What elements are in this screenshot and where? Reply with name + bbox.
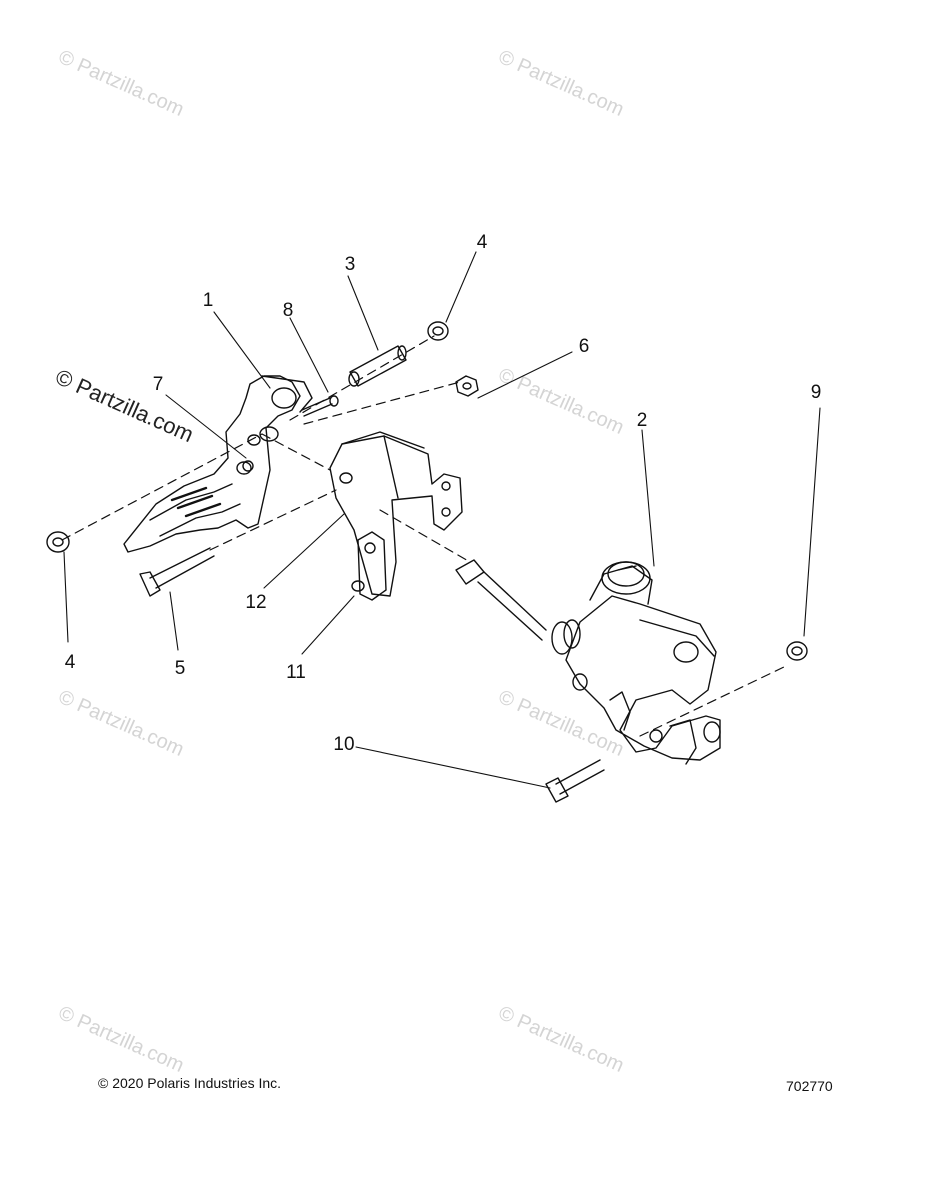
- callout-1: 1: [203, 290, 214, 311]
- callout-12: 12: [245, 592, 266, 613]
- hex-nut: [455, 375, 479, 397]
- flanged-bushing-top: [427, 321, 449, 341]
- pivot-bolt: [139, 547, 215, 597]
- flanged-bushing-left: [46, 531, 70, 553]
- callout-2: 2: [637, 410, 648, 431]
- callout-4-top: 4: [477, 232, 488, 253]
- callout-labels: 1 2 3 4 4 5 6 7 8 9 10 11 12: [65, 232, 822, 755]
- callout-10: 10: [333, 734, 354, 755]
- spacer-sleeve: [348, 345, 407, 387]
- copyright-notice: © 2020 Polaris Industries Inc.: [98, 1075, 282, 1091]
- callout-6: 6: [579, 336, 590, 357]
- callout-7: 7: [153, 374, 164, 395]
- clevis-pin: [301, 395, 339, 417]
- callout-5: 5: [175, 658, 186, 679]
- small-bolt: [242, 460, 254, 472]
- mounting-bracket: [329, 431, 463, 597]
- callout-8: 8: [283, 300, 294, 321]
- leader-lines: [63, 251, 821, 789]
- diagram-number: 702770: [786, 1078, 833, 1094]
- callout-9: 9: [811, 382, 822, 403]
- grommet: [786, 641, 808, 661]
- master-cylinder: [455, 559, 721, 765]
- bracket-plate: [351, 531, 387, 601]
- assembly-axis-lines: [61, 335, 787, 737]
- brake-pedal: [123, 375, 313, 553]
- callout-3: 3: [345, 254, 356, 275]
- callout-4-left: 4: [65, 652, 76, 673]
- callout-11: 11: [286, 662, 306, 683]
- flange-bolt: [545, 759, 605, 803]
